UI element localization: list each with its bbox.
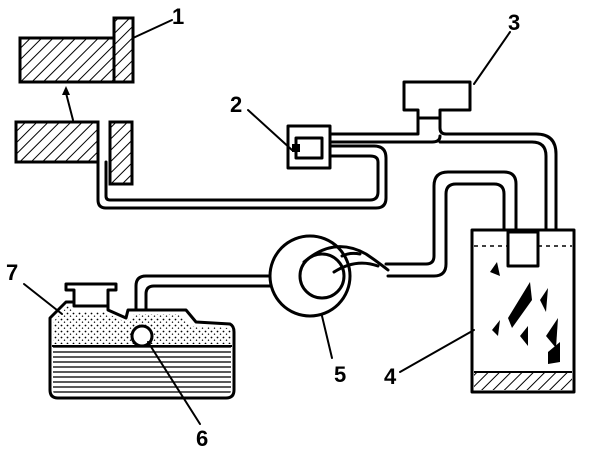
component-5-pump xyxy=(268,234,390,318)
component-7-tank xyxy=(48,282,236,400)
callout-3: 3 xyxy=(508,10,520,35)
upper-plate xyxy=(112,16,135,84)
lower-block xyxy=(14,120,100,164)
callout-1: 1 xyxy=(172,4,184,29)
arrow-up-icon xyxy=(62,86,70,95)
component-2-check-valve xyxy=(286,124,332,170)
component-3-cap xyxy=(402,80,472,120)
callout-4: 4 xyxy=(384,364,397,389)
pipe-network xyxy=(96,110,558,320)
lower-plate xyxy=(108,120,134,186)
upper-block xyxy=(18,36,116,84)
callout-6: 6 xyxy=(196,426,208,451)
callout-2: 2 xyxy=(230,92,242,117)
callout-5: 5 xyxy=(334,362,346,387)
callout-7: 7 xyxy=(6,260,18,285)
leader-lines xyxy=(23,19,511,425)
component-1-valve-block xyxy=(14,16,135,186)
callout-labels: 1 2 3 4 5 6 7 xyxy=(6,4,520,451)
component-4-canister xyxy=(470,228,576,394)
